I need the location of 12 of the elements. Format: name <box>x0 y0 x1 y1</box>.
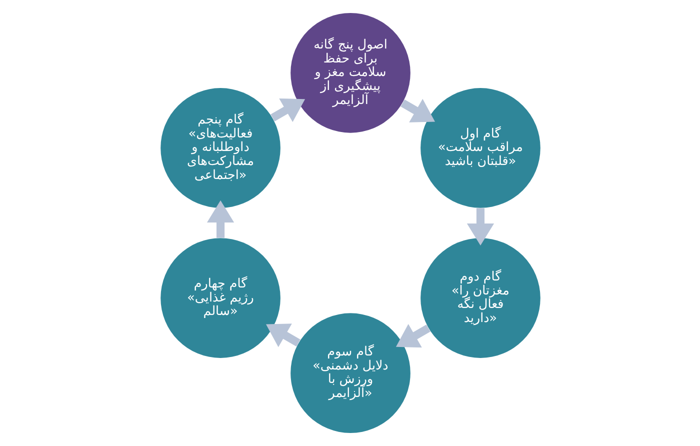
arrow <box>270 98 305 122</box>
arrow <box>395 324 430 348</box>
node-circle: اصول پنج گانه برای حفظ سلامت مغز و پیشگیری از آلزایمر <box>290 13 410 133</box>
arrow <box>265 324 300 348</box>
node-circle: گام چهارم «رژیم غذایی سالم» <box>160 238 280 358</box>
node-circle: گام سوم «دلایل دشمنی ورزش با آلزایمر» <box>290 313 410 433</box>
arrow <box>466 208 494 246</box>
arrow <box>206 200 234 238</box>
arrow <box>400 98 435 122</box>
node-circle: گام اول «مراقب سلامت قلبتان باشید» <box>420 88 540 208</box>
node-circle: گام دوم «مغزتان را فعال نگه دارید» <box>420 238 540 358</box>
node-circle: گام پنجم «فعالیت‌های داوطلبانه و مشارکت‌های اجتماعی» <box>160 88 280 208</box>
